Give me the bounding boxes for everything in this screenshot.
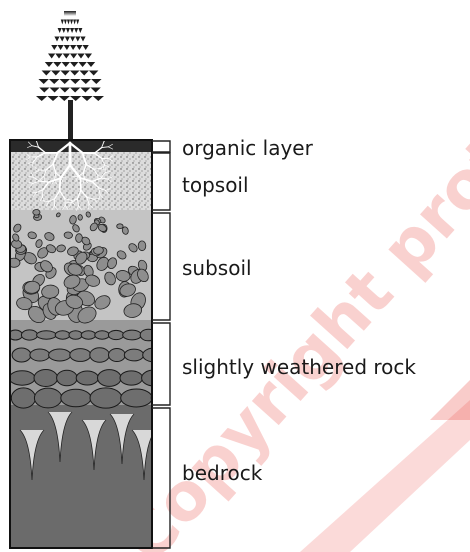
weathered-boulder bbox=[11, 388, 35, 408]
weathered-boulder bbox=[49, 349, 71, 361]
weathered-boulder bbox=[21, 330, 37, 340]
watermark-logo-shape-2 bbox=[300, 400, 470, 552]
weathered-boulder bbox=[37, 331, 57, 339]
weathered-boulder bbox=[142, 370, 166, 386]
bracket-slightly-weathered-rock bbox=[152, 323, 170, 405]
subsoil-pebble bbox=[138, 241, 146, 251]
weathered-boulder bbox=[95, 331, 110, 339]
watermark: Copyright protected by IEA. bbox=[107, 0, 470, 552]
weathered-boulder bbox=[90, 348, 110, 362]
subsoil-pebble bbox=[117, 224, 123, 229]
weathered-boulder bbox=[109, 349, 126, 362]
bedrock-band bbox=[10, 405, 152, 548]
weathered-boulder bbox=[140, 329, 156, 341]
label-slightly-weathered-rock: slightly weathered rock bbox=[182, 355, 416, 379]
weathered-boulder bbox=[76, 371, 98, 385]
root-branch bbox=[80, 178, 81, 190]
label-topsoil: topsoil bbox=[182, 173, 249, 197]
tree-foliage bbox=[36, 6, 104, 101]
weathered-boulder bbox=[143, 348, 165, 362]
weathered-boulder bbox=[12, 348, 31, 362]
weathered-boulder bbox=[61, 389, 91, 406]
root-branch bbox=[65, 199, 66, 206]
weathered-boulder bbox=[34, 388, 61, 408]
weathered-boulder bbox=[90, 388, 122, 408]
subsoil-pebble bbox=[78, 215, 83, 221]
label-subsoil: subsoil bbox=[182, 256, 252, 280]
pine-tree-illustration bbox=[36, 6, 104, 142]
weathered-boulder bbox=[9, 371, 35, 385]
label-bedrock: bedrock bbox=[182, 461, 263, 485]
weathered-boulder bbox=[123, 330, 142, 340]
weathered-boulder bbox=[121, 389, 152, 407]
weathered-boulder bbox=[69, 331, 82, 340]
weathered-boulder bbox=[70, 349, 91, 362]
tree-trunk bbox=[68, 100, 73, 142]
label-organic-layer: organic layer bbox=[182, 136, 314, 160]
weathered-boulder bbox=[120, 371, 143, 385]
weathered-boulder bbox=[81, 331, 96, 339]
bracket-subsoil bbox=[152, 213, 170, 320]
subsoil-pebble bbox=[75, 234, 82, 243]
weathered-boulder bbox=[108, 330, 123, 339]
bracket-topsoil bbox=[152, 153, 170, 210]
subsoil-pebble bbox=[64, 232, 73, 239]
root-branch bbox=[43, 190, 44, 197]
weathered-boulder bbox=[124, 349, 143, 361]
root-branch bbox=[60, 178, 61, 190]
subsoil-pebble bbox=[33, 209, 40, 215]
weathered-boulder bbox=[34, 370, 58, 387]
weathered-boulder bbox=[30, 349, 50, 361]
weathered-boulder bbox=[57, 370, 78, 386]
bracket-organic-layer bbox=[152, 141, 170, 152]
tree-foliage-tier bbox=[36, 91, 104, 101]
weathered-boulder bbox=[55, 331, 70, 339]
weathered-boulder bbox=[98, 370, 122, 387]
